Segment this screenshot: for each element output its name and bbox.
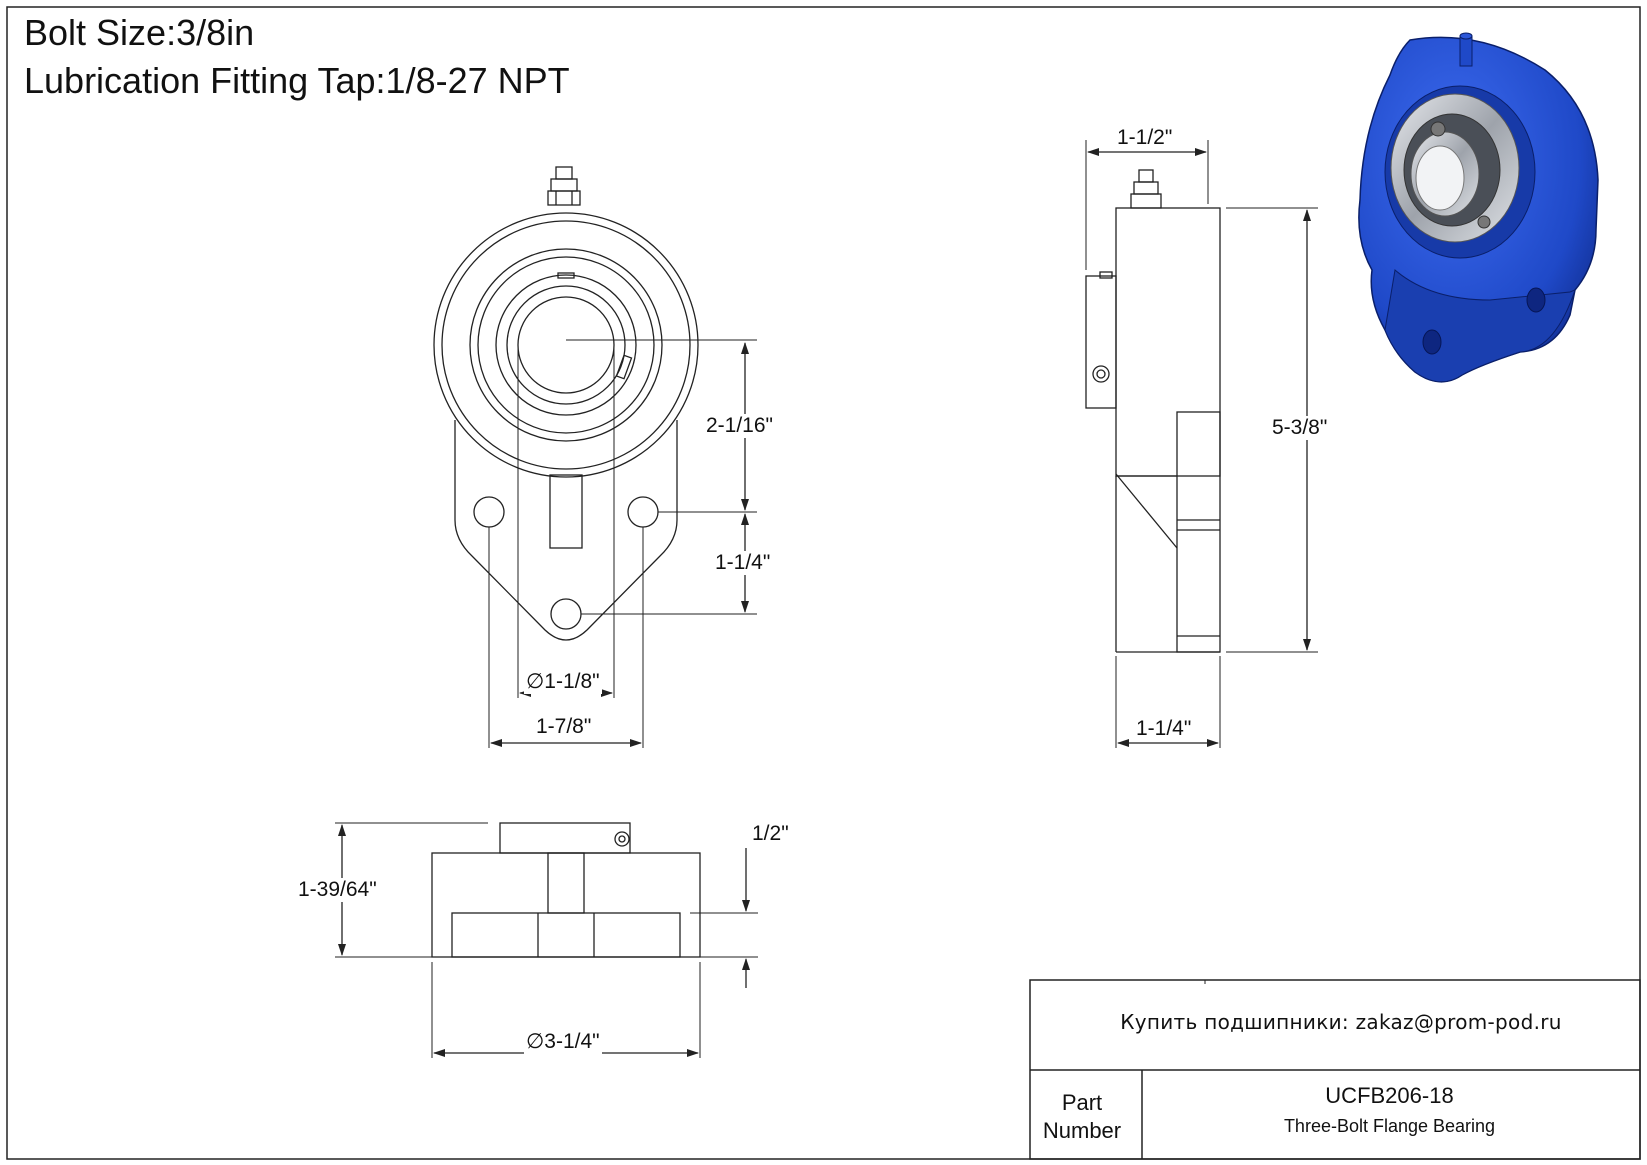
dim-bore-value: 1-1/8" xyxy=(544,670,600,693)
diameter-symbol: ∅ xyxy=(526,1029,545,1053)
part-label-line2: Number xyxy=(1042,1118,1122,1143)
bolt-size-label: Bolt Size:3/8in xyxy=(24,12,255,53)
part-label-line1: Part xyxy=(1061,1090,1103,1115)
front-view xyxy=(433,166,757,748)
bearing-3d-render xyxy=(1358,32,1599,383)
dim-side-top-width: 1-1/2" xyxy=(1115,126,1175,150)
dim-plan-flange: 1/2" xyxy=(750,822,791,846)
plan-view xyxy=(335,822,758,1058)
dim-side-height: 5-3/8" xyxy=(1270,416,1330,440)
dim-plan-height: 1-39/64" xyxy=(296,878,379,902)
sheet-border xyxy=(6,6,1641,1160)
lubrication-fitting-label: Lubrication Fitting Tap:1/8-27 NPT xyxy=(24,60,570,101)
dim-plan-diameter-value: 3-1/4" xyxy=(544,1030,600,1053)
dim-bolt-to-bottom-hole: 1-1/4" xyxy=(713,551,773,575)
part-number: UCFB206-18 xyxy=(1325,1083,1454,1108)
dim-center-to-bolt: 2-1/16" xyxy=(704,414,775,438)
title-block xyxy=(1029,979,1641,1160)
contact-line: Купить подшипники: zakaz@prom-pod.ru xyxy=(1120,1010,1562,1034)
dim-plan-diameter: ∅3-1/4" xyxy=(524,1029,602,1054)
part-description: Three-Bolt Flange Bearing xyxy=(1283,1116,1496,1136)
side-view xyxy=(1085,140,1318,748)
dim-side-bottom-width: 1-1/4" xyxy=(1134,717,1194,741)
dim-bore: ∅1-1/8" xyxy=(524,669,602,694)
dim-bolt-spacing: 1-7/8" xyxy=(534,715,594,739)
diameter-symbol: ∅ xyxy=(526,669,545,693)
